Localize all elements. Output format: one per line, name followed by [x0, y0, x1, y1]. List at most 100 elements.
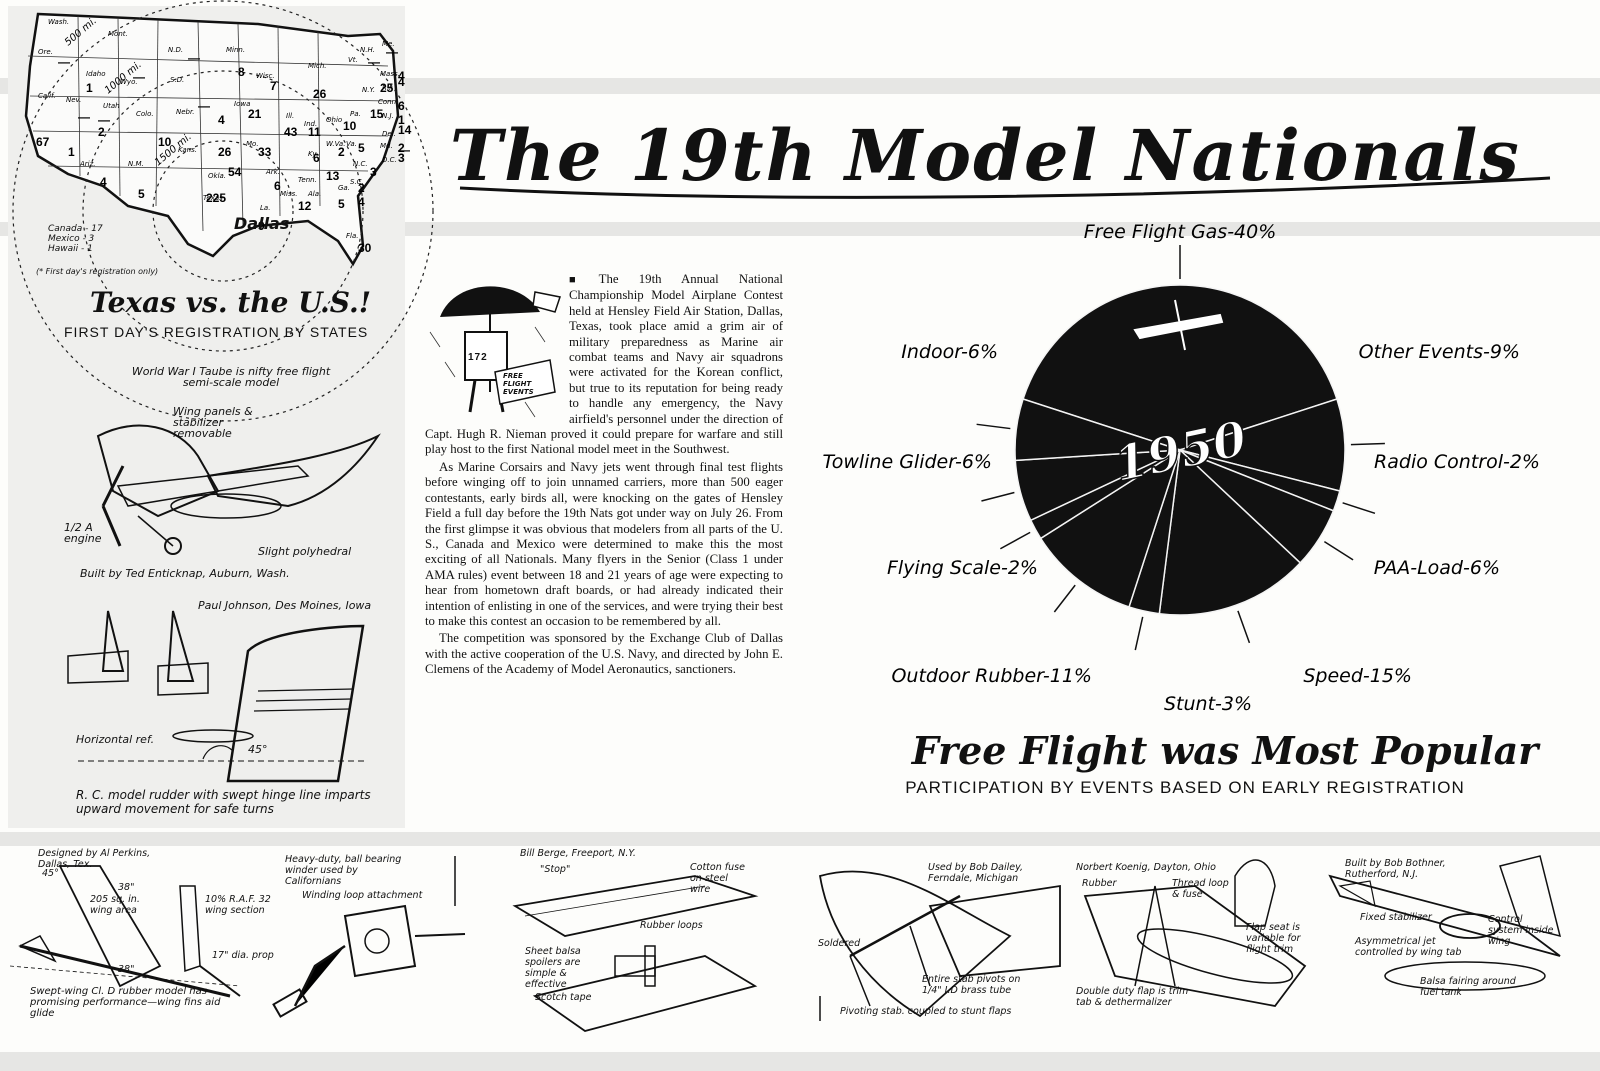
pie-slice-label: Stunt-3% — [1164, 693, 1252, 715]
cartoon-drawing — [429, 286, 561, 418]
article-paragraph-3: The competition was sponsored by the Exc… — [425, 631, 783, 677]
pie-leader-line — [1134, 616, 1144, 651]
map-state-label: D.C. — [382, 156, 397, 164]
fig5-double-duty: Double duty flap is trim tab & dethermal… — [1076, 986, 1189, 1008]
pie-slice-label: Indoor-6% — [901, 341, 998, 363]
pie-slice — [1177, 398, 1346, 492]
map-state-label: Del. — [382, 130, 396, 138]
pie-slice — [1022, 284, 1338, 451]
map-state-count: — — [398, 143, 410, 157]
rudder-caption: R. C. model rudder with swept hinge line… — [76, 788, 371, 816]
page-title: The 19th Model Nationals — [450, 114, 1521, 197]
map-state-count: 9 — [258, 219, 265, 233]
map-state-count: 4 — [218, 113, 225, 127]
map-state-count: — — [58, 55, 70, 69]
article: 172 FREE FLIGHT EVENTS The 19th Annual N… — [425, 272, 783, 680]
fig3-fuse: Cotton fuse on steel wire — [690, 862, 745, 895]
map-state-count: 30 — [358, 241, 372, 255]
map-state-count: 2 — [398, 141, 405, 155]
fig1-prop: 17" dia. prop — [212, 950, 274, 961]
map-state-count: 10 — [343, 119, 357, 133]
fig3-stop: "Stop" — [540, 864, 571, 875]
map-state-label: Pa. — [350, 110, 361, 118]
pie-slice-label: Flying Scale-2% — [887, 557, 1038, 579]
map-state-label: Ore. — [38, 48, 53, 56]
rudder-drawing — [67, 610, 368, 783]
rudder-author: Paul Johnson, Des Moines, Iowa — [198, 599, 372, 612]
cartoon: 172 FREE FLIGHT EVENTS — [425, 272, 563, 422]
pie-leader-line — [1237, 610, 1251, 644]
map-state-count: 21 — [248, 107, 262, 121]
map-state-label: Utah — [103, 102, 120, 110]
fig3-spoilers: Sheet balsa spoilers are simple & effect… — [525, 946, 581, 990]
map-state-count: — — [133, 70, 145, 84]
pie-slice-label: Radio Control-2% — [1374, 451, 1540, 473]
jet-model-drawing — [1328, 855, 1562, 991]
map-state-label: Calif. — [38, 92, 56, 100]
cartoon-badge: 172 — [468, 352, 488, 363]
map-extra-mexico: Mexico - 3 — [48, 234, 95, 244]
map-state-label: Ill. — [286, 112, 294, 120]
map-state-label: Kans. — [178, 146, 197, 154]
pie-leader-line — [981, 491, 1015, 502]
pivoting-stab-drawing — [818, 870, 1061, 1021]
map-state-label: R.I. — [382, 84, 393, 92]
wing-note: Wing panels & stabilizer removable — [173, 405, 253, 440]
pie-slice-label: Speed-15% — [1303, 665, 1412, 687]
map-state-count: — — [188, 51, 200, 65]
title-swash — [459, 176, 1551, 199]
map-state-label: Me. — [382, 40, 395, 48]
taube-caption: World War I Taube is nifty free flight s… — [131, 365, 331, 389]
map-city-label: Dallas — [234, 214, 290, 233]
fig5-flap-seat: Flap seat is variable for flight trim — [1246, 922, 1301, 955]
map-state-count: 225 — [206, 191, 226, 205]
pie-slice-label: Other Events-9% — [1359, 341, 1520, 363]
map-state-label: N.Y. — [362, 86, 375, 94]
winder-drawing — [272, 856, 466, 1018]
map-state-label: Ark. — [265, 168, 280, 176]
map-state-label: W.Va. — [326, 140, 345, 148]
map-state-label: Nev. — [66, 96, 81, 104]
map-extra-canada: Canada - 17 — [48, 224, 103, 234]
map-state-count: 5 — [138, 187, 145, 201]
map-state-count: 12 — [298, 199, 312, 213]
chart-subtitle: PARTICIPATION BY EVENTS BASED ON EARLY R… — [905, 778, 1465, 797]
map-state-count: 4 — [100, 175, 107, 189]
map-state-count: 4 — [398, 75, 405, 89]
swept-wing-model-drawing — [9, 865, 241, 998]
fig4-soldered: Soldered — [818, 938, 861, 949]
map-state-label: Ala. — [307, 190, 321, 198]
us-map: Wash.Ore.Calif.Nev.IdahoMont.Wyo.UtahAri… — [12, 0, 434, 422]
map-heading: Texas vs. the U.S.! — [90, 286, 372, 319]
map-state-label: Wash. — [48, 18, 69, 26]
fig6-author: Built by Bob Bothner, Rutherford, N.J. — [1345, 858, 1446, 880]
pie-slice-label: Towline Glider-6% — [822, 451, 992, 473]
pie-slice — [1158, 448, 1302, 616]
horizontal-ref-label: Horizontal ref. — [76, 733, 155, 746]
fig3-author: Bill Berge, Freeport, N.Y. — [520, 848, 636, 859]
map-state-label: Mass. — [380, 70, 400, 78]
pie-leader-line — [1350, 442, 1385, 446]
fig5-rubber: Rubber — [1082, 878, 1117, 889]
map-state-count: 5 — [338, 197, 345, 211]
map-state-count: 11 — [308, 125, 321, 139]
cartoon-sign: FREE FLIGHT EVENTS — [503, 372, 534, 396]
map-state-label: Mich. — [308, 62, 327, 70]
map-state-label: Ky. — [308, 150, 318, 158]
pie-slice-label: Free Flight Gas-40% — [1084, 221, 1277, 243]
pie-leader-line — [976, 423, 1011, 430]
map-state-count: 4 — [358, 195, 365, 209]
map-state-count: 6 — [398, 99, 405, 113]
rudder-angle-label: 45° — [248, 743, 268, 756]
map-state-count: 15 — [370, 107, 384, 121]
pie-leader-line — [999, 531, 1031, 550]
map-state-count: 6 — [313, 151, 320, 165]
map-state-count: 1 — [398, 113, 405, 127]
map-state-label: N.M. — [128, 160, 144, 168]
pie-leader-line — [1053, 584, 1076, 613]
map-state-label: S.D. — [170, 76, 184, 84]
fig5-thread-loop: Thread loop & fuse — [1172, 878, 1229, 900]
map-state-count: 8 — [238, 65, 245, 79]
map-state-count: 43 — [284, 125, 298, 139]
fig4-pivot: Entire stab pivots on 1/4" I.D brass tub… — [922, 974, 1021, 996]
